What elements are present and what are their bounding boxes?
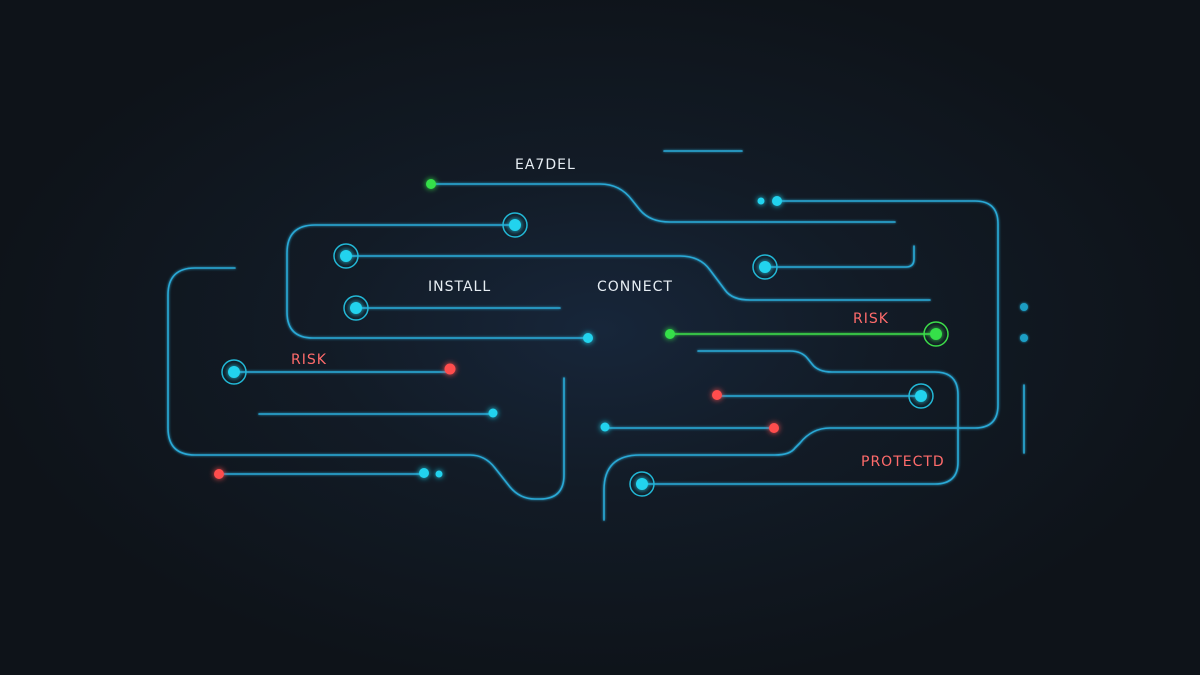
trace-right-hook: [764, 245, 915, 268]
node-red-right: [712, 390, 722, 400]
label-risk-right: RISK: [853, 311, 889, 327]
node-red-risk: [444, 363, 456, 375]
node-ring-top: [502, 212, 528, 238]
node-far-right-b: [1020, 334, 1028, 342]
node-far-right-a: [1020, 303, 1028, 311]
node-ring-protect: [629, 471, 655, 497]
label-install: INSTALL: [428, 279, 491, 295]
node-red-bottom-mid: [769, 423, 779, 433]
node-ring-green: [923, 321, 949, 347]
node-cyan-mid-left: [488, 408, 498, 418]
node-cyan-bottom-left-b: [435, 470, 443, 478]
node-green-connect: [665, 329, 675, 339]
trace-big-left-loop: [286, 224, 589, 339]
node-cyan-bottom-mid: [600, 422, 610, 432]
trace-protect-loop: [641, 350, 959, 485]
node-ring-install-top: [333, 243, 359, 269]
label-connect: CONNECT: [597, 279, 673, 295]
label-risk-left: RISK: [291, 352, 327, 368]
trace-top-right-loop: [603, 200, 999, 521]
node-ring-red-right: [908, 383, 934, 409]
node-red-bottom-left: [214, 469, 224, 479]
node-ring-left: [221, 359, 247, 385]
node-cyan-top-right-a: [757, 197, 765, 205]
trace-outer-left: [167, 267, 565, 500]
label-protect: PROTECTD: [861, 454, 945, 470]
node-ring-right: [752, 254, 778, 280]
trace-top-green: [430, 183, 896, 223]
node-cyan-top-right-b: [772, 196, 782, 206]
node-ring-install-bottom: [343, 295, 369, 321]
node-green-top: [426, 179, 436, 189]
node-cyan-bottom-left-a: [419, 468, 429, 478]
trace-install-connect: [345, 255, 931, 301]
label-top: EA7DEL: [515, 157, 576, 173]
node-cyan-connect: [583, 333, 593, 343]
